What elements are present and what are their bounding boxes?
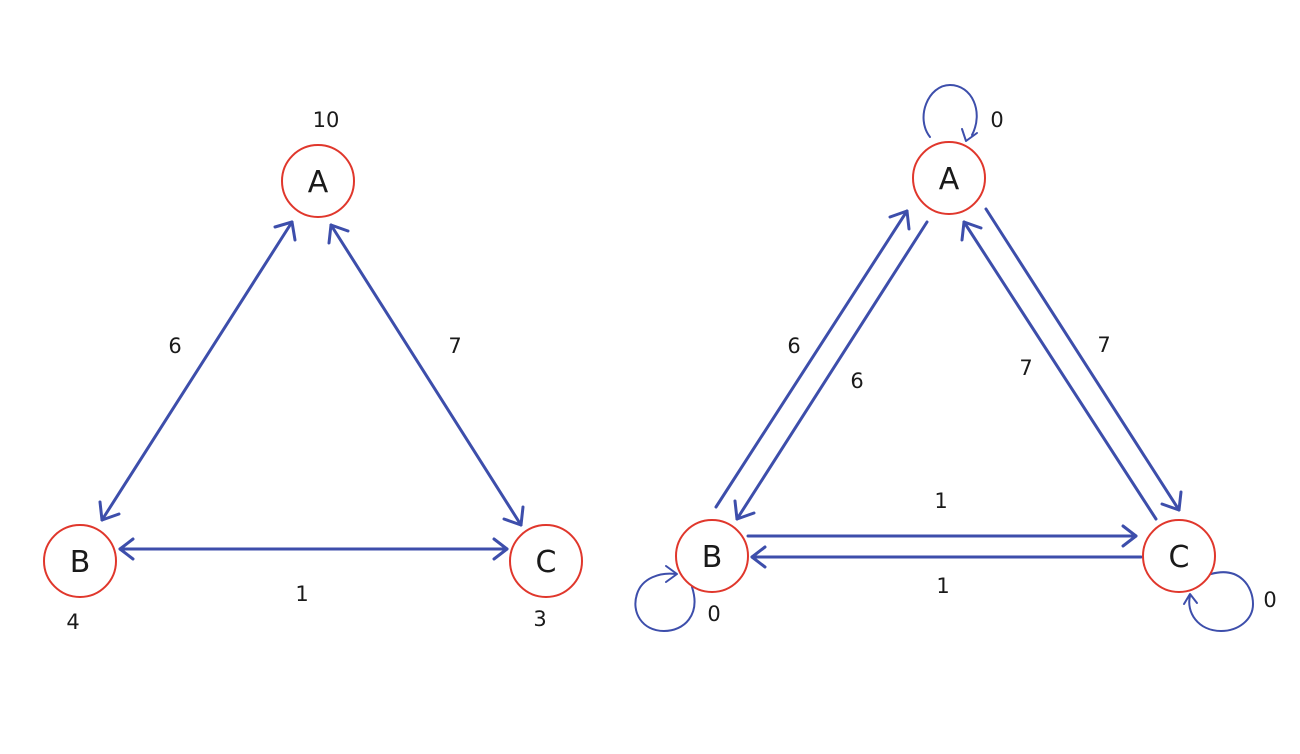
- edge-a-c-weight: 7: [448, 334, 461, 358]
- left-graph: A B C 10 4 3 6 7 1: [43, 108, 583, 634]
- edge-b-c-weight: 1: [295, 582, 308, 606]
- self-loop-c: [1183, 571, 1254, 632]
- node-c-value: 3: [533, 607, 546, 631]
- edge-a-to-b-weight: 6: [850, 369, 863, 393]
- edge-c-to-b: [750, 545, 1143, 569]
- edge-a-to-b: [733, 220, 929, 521]
- node-b-value: 4: [66, 610, 79, 634]
- self-loop-a-weight: 0: [990, 108, 1003, 132]
- edge-c-to-a: [960, 220, 1158, 521]
- edge-a-b: [98, 220, 297, 522]
- node-a: A: [912, 141, 986, 215]
- edge-b-c: [118, 537, 509, 561]
- edge-a-to-c-weight: 7: [1097, 333, 1110, 357]
- node-c: C: [509, 524, 583, 598]
- node-b: B: [675, 519, 749, 593]
- edge-b-to-c-weight: 1: [934, 489, 947, 513]
- edge-c-to-a-weight: 7: [1019, 356, 1032, 380]
- node-a: A: [281, 144, 355, 218]
- node-a-label: A: [939, 162, 960, 197]
- edge-a-b-weight: 6: [168, 334, 181, 358]
- edge-b-to-a-weight: 6: [787, 334, 800, 358]
- right-graph: A B C 6 6 7 7 1 1 0 0 0: [634, 84, 1277, 632]
- edge-c-to-b-weight: 1: [936, 574, 949, 598]
- edge-a-c: [327, 223, 525, 527]
- self-loop-b: [634, 565, 696, 632]
- self-loop-c-weight: 0: [1263, 588, 1276, 612]
- node-c: C: [1142, 519, 1216, 593]
- node-b: B: [43, 524, 117, 598]
- edge-b-to-a: [714, 209, 911, 509]
- edge-b-to-c: [746, 524, 1138, 548]
- edge-a-to-c: [984, 207, 1183, 512]
- node-a-value: 10: [313, 108, 340, 132]
- self-loop-a: [922, 84, 978, 142]
- node-c-label: C: [1169, 540, 1190, 575]
- node-b-label: B: [70, 545, 91, 580]
- node-a-label: A: [308, 165, 329, 200]
- self-loop-b-weight: 0: [707, 602, 720, 626]
- node-b-label: B: [702, 540, 723, 575]
- node-c-label: C: [536, 545, 557, 580]
